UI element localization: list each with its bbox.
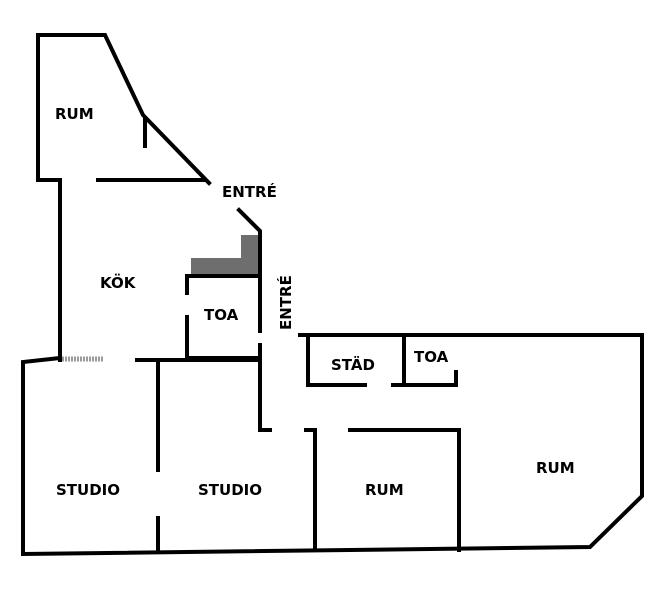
room-label-kok: KÖK xyxy=(100,273,137,292)
room-label-studio-mid: STUDIO xyxy=(198,481,262,499)
wall-rum-bottom-left xyxy=(304,428,317,552)
room-label-entre-top: ENTRÉ xyxy=(222,182,277,201)
room-label-rum-bottom: RUM xyxy=(365,481,404,499)
room-label-toa-right: TOA xyxy=(414,348,449,366)
wall-stad xyxy=(306,334,367,387)
wall-toa-right-bottom xyxy=(402,370,458,387)
wall-toa-left xyxy=(185,274,260,295)
kitchen-counter-fixture xyxy=(191,235,258,275)
wall-rum-bottom-right xyxy=(348,428,461,552)
room-label-studio-left: STUDIO xyxy=(56,481,120,499)
room-label-toa-left: TOA xyxy=(204,306,239,324)
room-label-entre-side: ENTRÉ xyxy=(276,275,295,330)
wall-outer-left-bottom xyxy=(21,333,644,557)
room-label-stad: STÄD xyxy=(331,355,375,374)
wall-rum-top-outline xyxy=(36,33,212,186)
room-label-rum-top: RUM xyxy=(55,105,94,123)
room-label-rum-right: RUM xyxy=(536,459,575,477)
wall-entre-corridor xyxy=(236,207,262,333)
